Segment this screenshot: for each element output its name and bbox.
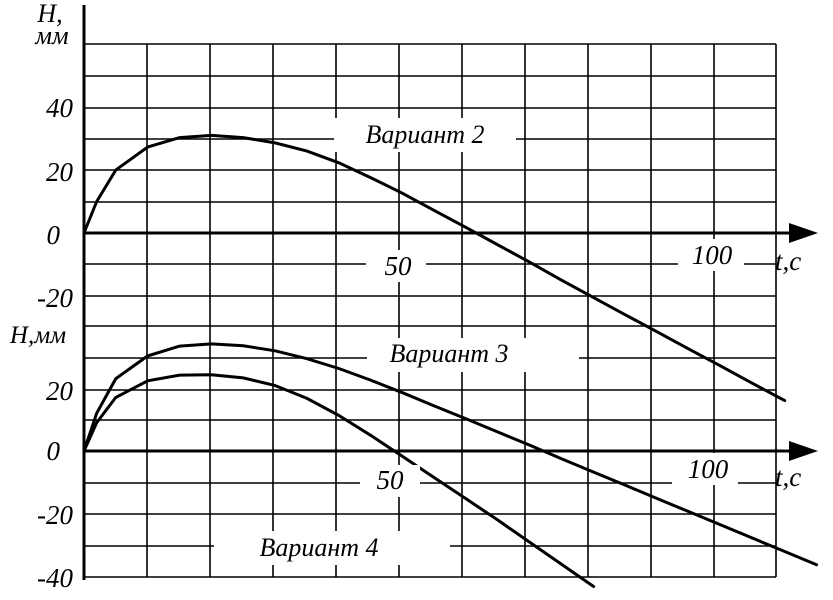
annotation-variant-4: Вариант 4 <box>259 533 378 562</box>
top-x-axis-label: t,c <box>775 246 801 276</box>
bottom-x-tick-100-bg <box>672 453 738 485</box>
top-x-tick-50-bg <box>366 250 426 282</box>
bottom-y-tick-label: 20 <box>46 376 74 406</box>
top-y-tick-label: 20 <box>46 157 74 187</box>
top-y-tick-label: 0 <box>47 220 61 250</box>
bottom-y-tick-label: 0 <box>47 436 61 466</box>
bottom-y-axis-label: H,мм <box>9 322 66 349</box>
top-y-tick-label: 40 <box>46 93 74 123</box>
top-x-tick-label: 50 <box>385 251 413 281</box>
bottom-y-tick-label: -40 <box>37 563 73 593</box>
labels: H, мм 40 20 0 -20 50 100 t,c Вариант 2 H… <box>9 0 801 593</box>
bottom-y-axis-label-bg <box>0 326 82 360</box>
curve-variant-3 <box>82 342 819 567</box>
top-x-axis-arrow <box>789 223 818 243</box>
annotation-variant-3: Вариант 3 <box>389 339 508 368</box>
annotation-variant-2: Вариант 2 <box>365 120 484 149</box>
top-y-tick-label: -20 <box>37 283 73 313</box>
top-y-axis-label-line1: H, <box>36 0 62 28</box>
bottom-y-tick-label: -20 <box>37 500 73 530</box>
label-masks <box>0 118 744 565</box>
curve-variant-4 <box>82 373 596 588</box>
annotation-variant-3-bg <box>367 338 579 372</box>
axes <box>82 5 818 580</box>
top-x-tick-100-bg <box>678 239 744 271</box>
annotation-variant-4-bg <box>214 531 450 565</box>
bottom-x-tick-label: 50 <box>377 465 405 495</box>
bottom-x-tick-50-bg <box>360 465 420 497</box>
top-y-axis-label-line2: мм <box>34 21 68 50</box>
top-x-tick-label: 100 <box>692 240 733 270</box>
bottom-x-axis-arrow <box>789 441 818 461</box>
bottom-x-axis-label: t,c <box>775 462 801 492</box>
curves <box>82 133 819 588</box>
bottom-x-tick-label: 100 <box>688 454 729 484</box>
curve-variant-2 <box>82 133 787 403</box>
annotation-variant-2-bg <box>334 118 516 152</box>
